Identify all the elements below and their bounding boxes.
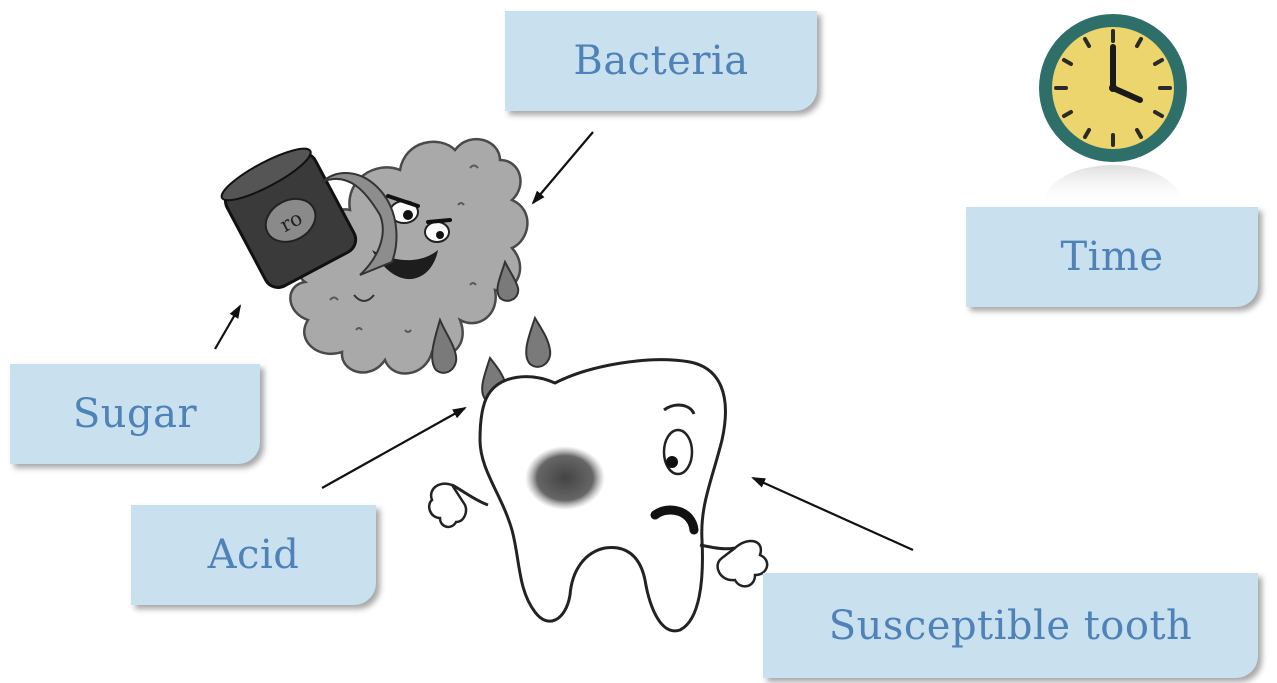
- susceptible-tooth-label: Susceptible tooth: [763, 573, 1258, 678]
- bacteria-label: Bacteria: [505, 11, 817, 111]
- tooth-icon: [429, 360, 767, 631]
- acid-label: Acid: [131, 505, 376, 605]
- time-label: Time: [966, 207, 1258, 307]
- sugar-label: Sugar: [10, 364, 260, 464]
- clock-icon: [1039, 14, 1187, 205]
